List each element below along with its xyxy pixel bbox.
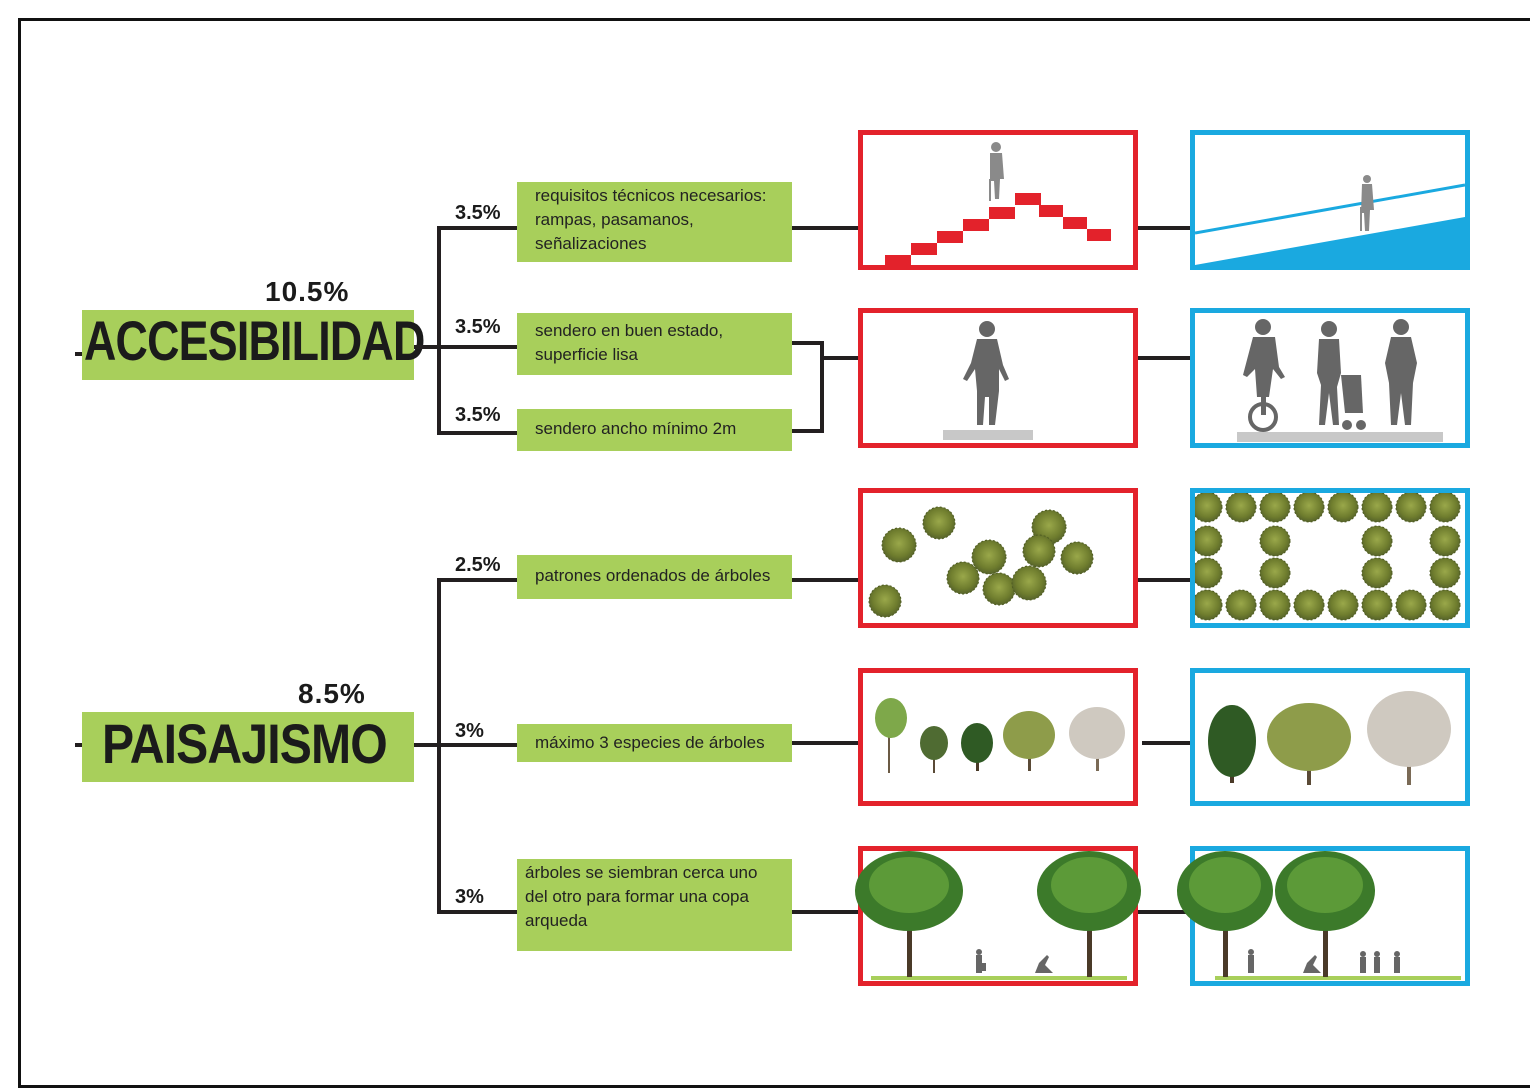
branch-line — [437, 578, 517, 582]
criterion-text: patrones ordenados de árboles — [535, 566, 771, 585]
bracket-line — [820, 341, 824, 433]
criterion-text: requisitos técnicos necesarios: — [535, 186, 767, 205]
stairs-elderly-icon — [858, 130, 1138, 270]
connector-line — [1138, 578, 1190, 582]
criterion-percent: 3.5% — [455, 202, 501, 224]
scattered-trees-plan-icon — [858, 488, 1138, 628]
criterion-box: máximo 3 especies de árboles — [517, 724, 792, 762]
connector-line — [75, 352, 83, 356]
category-title: PAISAJISMO — [102, 712, 388, 775]
connector-line — [1138, 226, 1190, 230]
criterion-percent: 3.5% — [455, 316, 501, 338]
criterion-text: señalizaciones — [535, 234, 647, 253]
distant-trees-icon — [855, 846, 1141, 986]
branch-line — [437, 743, 517, 747]
category-percent: 8.5% — [298, 678, 366, 709]
connector-line — [1142, 741, 1190, 745]
criterion-text: árboles se siembran cerca uno — [525, 863, 758, 882]
close-trees-canopy-icon — [1177, 846, 1470, 986]
five-tree-species-icon — [858, 668, 1138, 806]
connector-line — [792, 226, 858, 230]
connector-line — [1138, 356, 1190, 360]
category-box-paisajismo — [82, 712, 414, 782]
connector-line — [792, 578, 858, 582]
diagram-frame — [18, 18, 1530, 1088]
criterion-percent: 2.5% — [455, 554, 501, 576]
category-box-accesibilidad — [82, 310, 414, 380]
ramp-elderly-icon — [1190, 130, 1470, 270]
connector-line — [792, 429, 824, 433]
branch-line — [437, 226, 441, 435]
criterion-percent: 3% — [455, 720, 484, 742]
connector-line — [75, 743, 83, 747]
connector-line — [414, 345, 440, 349]
criterion-box: árboles se siembran cerca uno del otro p… — [517, 859, 792, 951]
criterion-percent: 3.5% — [455, 404, 501, 426]
branch-line — [437, 910, 517, 914]
branch-line — [437, 226, 517, 230]
branch-line — [437, 345, 517, 349]
criterion-text: arqueda — [525, 911, 588, 930]
criterion-box: sendero en buen estado, superficie lisa — [517, 313, 792, 375]
criterion-box: sendero ancho mínimo 2m — [517, 409, 792, 451]
category-title: ACCESIBILIDAD — [84, 309, 425, 372]
criterion-box: patrones ordenados de árboles — [517, 555, 792, 599]
connector-line — [414, 743, 440, 747]
connector-line — [820, 356, 858, 360]
three-tree-species-icon — [1190, 668, 1470, 806]
connector-line — [1138, 910, 1190, 914]
ordered-trees-plan-icon — [1190, 488, 1470, 628]
connector-line — [792, 910, 858, 914]
category-percent: 10.5% — [265, 276, 350, 307]
connector-line — [792, 741, 858, 745]
criterion-text: sendero ancho mínimo 2m — [535, 419, 737, 438]
cyclist-stroller-walker-icon — [1190, 308, 1470, 448]
criterion-text: del otro para formar una copa — [525, 887, 749, 906]
single-walker-icon — [858, 308, 1138, 448]
criterion-text: rampas, pasamanos, — [535, 210, 694, 229]
criterion-text: máximo 3 especies de árboles — [535, 733, 765, 752]
criterion-text: sendero en buen estado, — [535, 321, 724, 340]
branch-line — [437, 431, 517, 435]
criterion-text: superficie lisa — [535, 345, 638, 364]
connector-line — [792, 341, 824, 345]
criterion-percent: 3% — [455, 886, 484, 908]
criterion-box: requisitos técnicos necesarios: rampas, … — [517, 182, 792, 262]
